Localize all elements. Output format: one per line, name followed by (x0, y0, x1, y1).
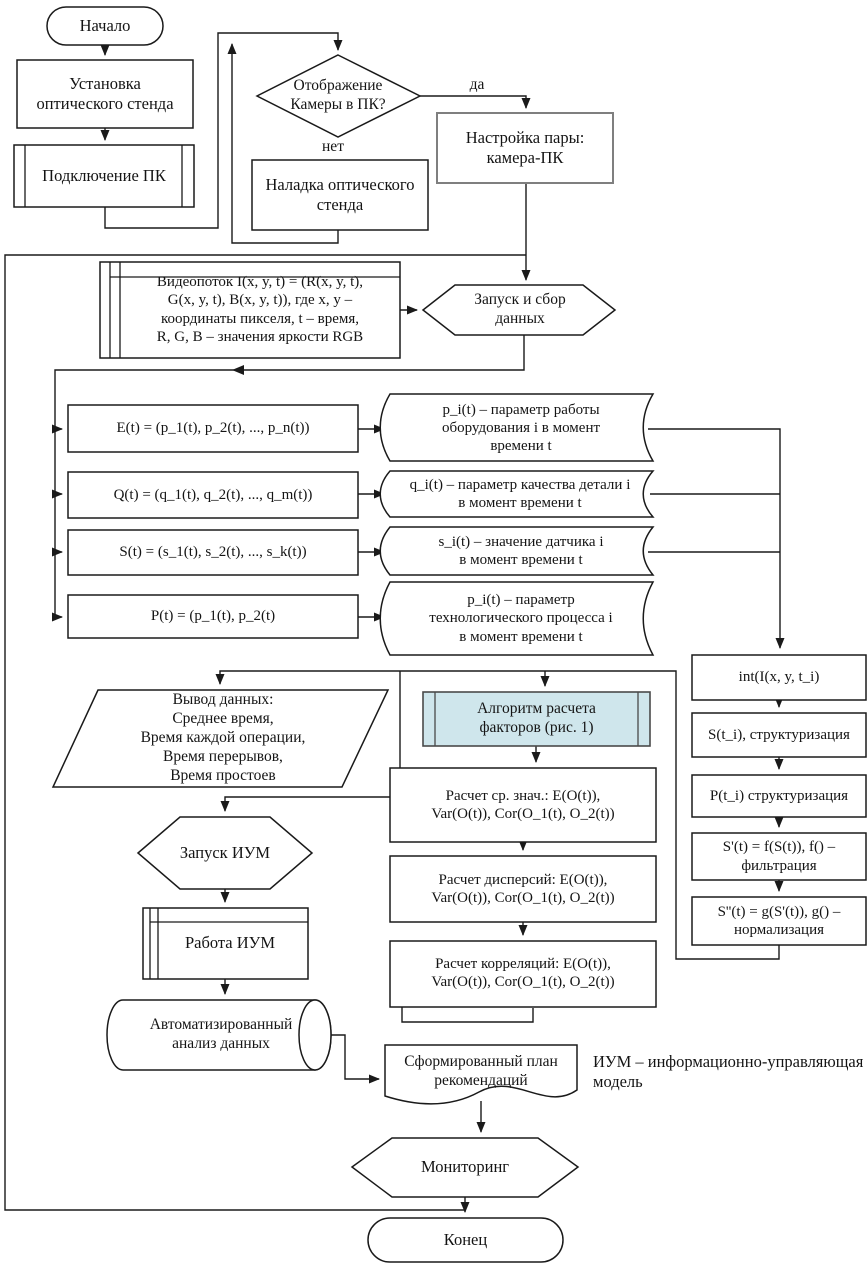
start-node: Начало (79, 15, 131, 35)
tape-s-shape (379, 526, 655, 576)
s-struct-shape (691, 712, 867, 758)
s-struct-node: S(t_i), структуризация (708, 726, 850, 743)
tape-p-node: p_i(t) – параметр работы оборудования i … (441, 401, 601, 455)
branch-label-yes: да (469, 75, 485, 93)
tape-q-shape (379, 470, 655, 518)
eq-q-node: Q(t) = (q_1(t), q_2(t), ..., q_m(t)) (113, 486, 313, 503)
connect-pc-shape (13, 144, 195, 208)
filter-shape (691, 832, 867, 881)
camera-check-diamond-shape (255, 54, 422, 138)
setup-stand-shape (16, 59, 194, 129)
pair-setup-shape (436, 112, 614, 184)
int-box-shape (691, 654, 867, 701)
adjust-stand-shape (251, 159, 429, 231)
factor-algorithm-node: Алгоритм расчета факторов (рис. 1) (477, 700, 596, 736)
ium-annotation: ИУМ – информационно-управляющая модель (593, 1052, 864, 1092)
auto-analysis-node: Автоматизированный анализ данных (149, 1016, 293, 1052)
plan-node: Сформированный план рекомендаций (404, 1053, 558, 1089)
video-stream-shape (99, 261, 401, 359)
setup-stand-node: Установка оптического стенда (36, 73, 174, 113)
branch-label-no: нет (322, 137, 344, 155)
run-ium-shape (142, 907, 309, 980)
video-stream-node: Видеопоток I(x, y, t) = (R(x, y, t), G(x… (156, 273, 364, 345)
calc-variance-shape (389, 855, 657, 923)
launch-ium-hexagon-shape (136, 816, 314, 890)
launch-collect-node: Запуск и сбор данных (474, 291, 566, 327)
adjust-stand-node: Наладка оптического стенда (265, 174, 415, 214)
left-arrowhead (232, 365, 244, 375)
camera-check-node: Отображение Камеры в ПК? (290, 77, 386, 113)
eq-p-node: P(t) = (p_1(t), p_2(t) (150, 608, 276, 625)
calc-mean-shape (389, 767, 657, 843)
run-ium-node: Работа ИУМ (184, 933, 276, 953)
end-node: Конец (443, 1229, 488, 1249)
filter-node: S'(t) = f(S(t)), f() – фильтрация (722, 839, 836, 874)
p-struct-node: P(t_i) структуризация (709, 787, 849, 804)
calc-variance-node: Расчет дисперсий: E(O(t)), Var(O(t)), Co… (431, 871, 615, 906)
end-terminator-shape (367, 1217, 564, 1263)
tape-q-node: q_i(t) – параметр качества детали i в мо… (409, 476, 631, 511)
calc-mean-node: Расчет ср. знач.: E(O(t)), Var(O(t)), Co… (431, 787, 615, 822)
calc-correlation-shape (389, 940, 657, 1008)
tape-s-node: s_i(t) – значение датчика i в момент вре… (438, 533, 604, 568)
monitoring-node: Мониторинг (420, 1157, 510, 1177)
connector-lines (4, 32, 785, 1213)
int-box-node: int(I(x, y, t_i) (738, 669, 820, 686)
tape-p-shape (379, 393, 655, 462)
tape-tp-shape (379, 581, 655, 656)
plan-document-shape (384, 1044, 578, 1105)
launch-collect-hexagon-shape (421, 284, 617, 336)
pair-setup-node: Настройка пары: камера-ПК (465, 127, 585, 167)
eq-s-node: S(t) = (s_1(t), s_2(t), ..., s_k(t)) (119, 544, 307, 561)
eq-s-shape (67, 529, 359, 576)
connect-pc-node: Подключение ПК (42, 165, 166, 185)
eq-e-node: E(t) = (p_1(t), p_2(t), ..., p_n(t)) (116, 420, 310, 437)
eq-e-shape (67, 404, 359, 453)
calc-correlation-node: Расчет корреляций: E(O(t)), Var(O(t)), C… (431, 955, 615, 990)
eq-p-shape (67, 594, 359, 639)
normalize-shape (691, 896, 867, 946)
launch-ium-node: Запуск ИУМ (179, 842, 271, 862)
p-struct-shape (691, 774, 867, 818)
eq-q-shape (67, 471, 359, 519)
factor-algorithm-shape (422, 691, 651, 747)
normalize-node: S''(t) = g(S'(t)), g() – нормализация (717, 903, 841, 938)
start-terminator-shape (46, 6, 164, 46)
data-output-node: Вывод данных: Среднее время, Время каждо… (140, 691, 306, 784)
tape-tp-node: p_i(t) – параметр технологического проце… (429, 592, 613, 645)
node-shapes (13, 6, 867, 1263)
data-output-parallelogram-shape (51, 689, 390, 788)
monitoring-hexagon-shape (350, 1137, 580, 1198)
